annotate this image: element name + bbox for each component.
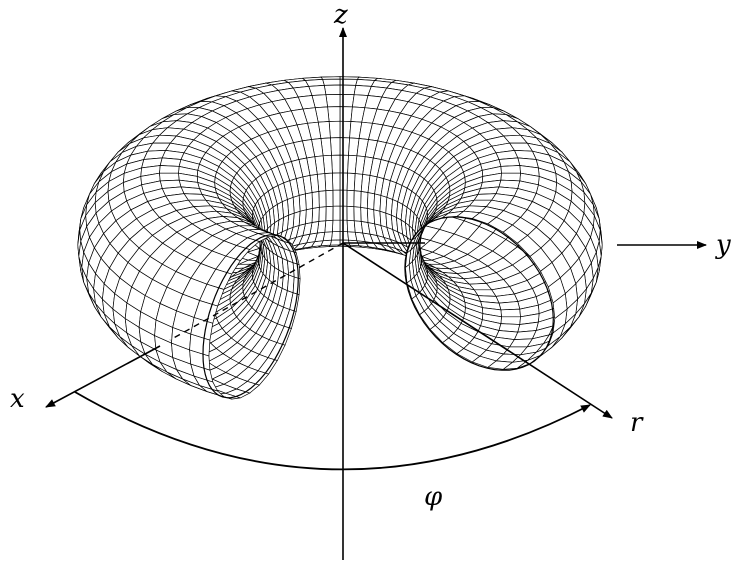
mesh-cell [331,231,341,241]
mesh-cell [318,206,327,222]
mesh-cell [500,308,521,318]
mesh-cell [159,172,180,182]
mesh-cell [330,137,341,156]
x-axis [45,345,161,408]
mesh-cell [318,190,327,208]
mesh-cell [332,189,341,207]
r-axis [342,242,613,419]
mesh-cell [500,172,521,182]
mesh-cell [311,190,320,209]
mesh-cell [353,206,362,222]
torus-surface [77,76,603,400]
x-axis-hidden [169,242,344,341]
phi-angle-label: φ [424,482,443,512]
mesh-cell [339,106,353,122]
mesh-cell [329,239,341,246]
mesh-cell [159,165,180,174]
cut-section-right [404,216,554,371]
mesh-cell [327,106,341,122]
mesh-cell [500,165,521,174]
mesh-cell [498,301,521,311]
mesh-cell [331,154,341,174]
mesh-cell [159,157,182,167]
mesh-cell [332,172,341,191]
mesh-cell [346,205,355,222]
mesh-cell [322,78,341,86]
mesh-cell [529,247,553,272]
mesh-cell [325,189,334,207]
mesh-cell [311,206,320,223]
mesh-cell [323,84,341,96]
cut-section-left [202,234,299,399]
mesh-cell [339,94,355,108]
mesh-cell [498,157,521,167]
mesh-cell [339,231,349,241]
mesh-cell [500,316,521,325]
mesh-cell [346,172,356,191]
mesh-cell [360,206,369,223]
axes [45,27,707,560]
mesh-cell [339,120,352,139]
mesh-cell [360,190,369,209]
mesh-cell [324,172,334,191]
mesh-cell [346,189,355,207]
mesh-cell [292,276,301,296]
z-axis-label: z [334,0,348,30]
mesh-cell [328,120,341,139]
phi-arc [74,391,591,471]
x-axis-label: x [10,384,25,414]
mesh-cell [332,205,341,221]
mesh-cell [339,154,349,174]
mesh-cell [339,137,350,156]
mesh-cell [325,94,341,108]
mesh-cell [325,205,334,222]
r-axis-label: r [630,408,643,438]
y-axis-label: y [716,230,731,260]
mesh-cell [332,219,341,233]
mesh-cell [353,190,362,208]
